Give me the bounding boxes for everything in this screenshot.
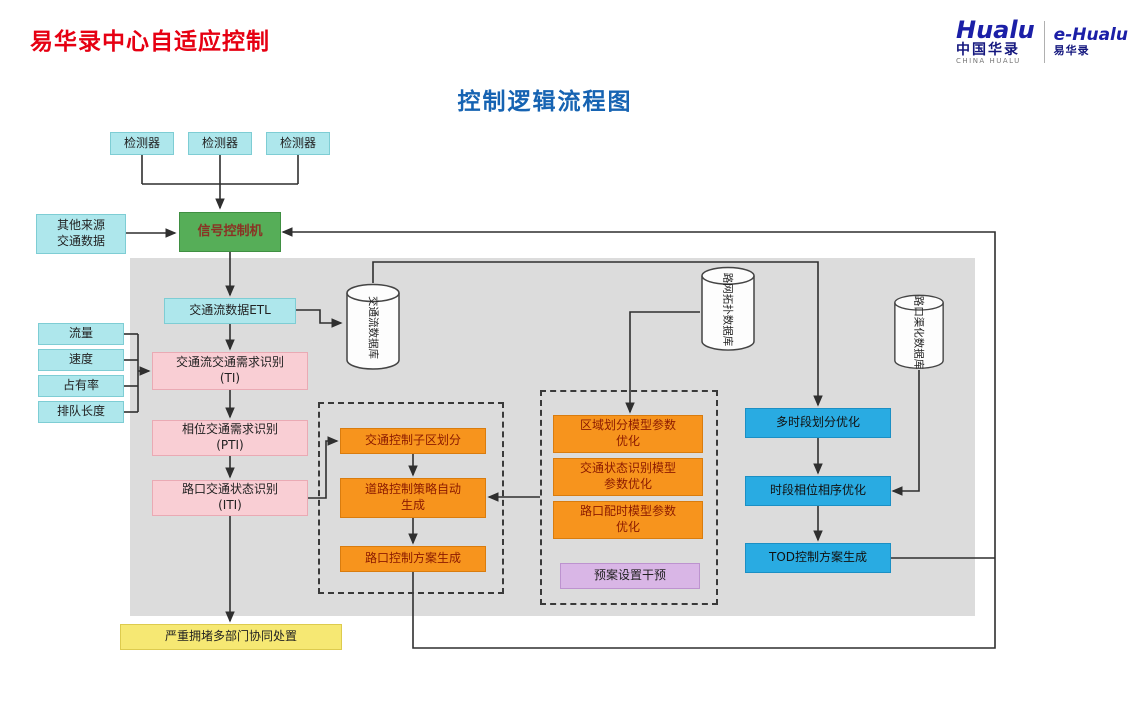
node-strategy-generation: 道路控制策略自动 生成 xyxy=(340,478,486,518)
node-congestion-response: 严重拥堵多部门协同处置 xyxy=(120,624,342,650)
node-detector-1: 检测器 xyxy=(110,132,174,155)
db-road-topology-cylinder: 路网拓扑数据库 xyxy=(700,266,756,352)
node-detector-2: 检测器 xyxy=(188,132,252,155)
logo-divider xyxy=(1043,20,1045,63)
logo-china-hualu-cn: 中国华录 xyxy=(955,42,1020,59)
node-signal-controller: 信号控制机 xyxy=(179,212,281,252)
logo-china-hualu-en: CHINA HUALU xyxy=(955,56,1021,65)
node-intersection-state-iti: 路口交通状态识别 (ITI) xyxy=(152,480,308,516)
node-traffic-etl: 交通流数据ETL xyxy=(164,298,296,324)
node-preset-intervention: 预案设置干预 xyxy=(560,563,700,589)
node-phase-sequence-optimization: 时段相位相序优化 xyxy=(745,476,891,506)
logo-ehualu-wordmark: e-Hualu xyxy=(1053,24,1128,45)
node-tod-plan-generation: TOD控制方案生成 xyxy=(745,543,891,573)
db-channelization-cylinder: 路口渠化数据库 xyxy=(893,294,945,370)
node-detector-3: 检测器 xyxy=(266,132,330,155)
node-zone-param-optimization: 区域划分模型参数 优化 xyxy=(553,415,703,453)
node-queue-length: 排队长度 xyxy=(38,401,124,423)
node-multi-period-optimization: 多时段划分优化 xyxy=(745,408,891,438)
node-phase-demand-pti: 相位交通需求识别 (PTI) xyxy=(152,420,308,456)
node-subzone-division: 交通控制子区划分 xyxy=(340,428,486,454)
cylinder-shape xyxy=(701,266,755,351)
diagram-title: 控制逻辑流程图 xyxy=(457,89,633,115)
db-traffic-flow-label: 交通流数据库 xyxy=(366,295,379,359)
logo-ehualu-block: e-Hualu 易华录 xyxy=(1053,24,1128,58)
node-occupancy: 占有率 xyxy=(38,375,124,397)
logo-ehualu-cn: 易华录 xyxy=(1053,44,1090,58)
db-channelization-label: 路口渠化数据库 xyxy=(912,295,925,369)
group-control-generation xyxy=(318,402,504,594)
node-traffic-demand-ti: 交通流交通需求识别 (TI) xyxy=(152,352,308,390)
group-parameter-optimization xyxy=(540,390,718,605)
hualu-logo: Hualu 中国华录 CHINA HUALU e-Hualu 易华录 xyxy=(955,16,1128,65)
node-other-source-data: 其他来源 交通数据 xyxy=(36,214,126,254)
page-title: 易华录中心自适应控制 xyxy=(30,29,270,55)
node-speed: 速度 xyxy=(38,349,124,371)
db-traffic-flow-cylinder: 交通流数据库 xyxy=(345,283,401,371)
logo-china-hualu-block: Hualu 中国华录 CHINA HUALU xyxy=(955,16,1035,65)
node-state-param-optimization: 交通状态识别模型 参数优化 xyxy=(553,458,703,496)
cylinder-shape xyxy=(894,294,944,369)
db-road-topology-label: 路网拓扑数据库 xyxy=(721,272,734,346)
node-timing-param-optimization: 路口配时模型参数 优化 xyxy=(553,501,703,539)
node-flow: 流量 xyxy=(38,323,124,345)
cylinder-shape xyxy=(346,283,400,370)
node-plan-generation: 路口控制方案生成 xyxy=(340,546,486,572)
logo-hualu-wordmark: Hualu xyxy=(955,16,1035,44)
